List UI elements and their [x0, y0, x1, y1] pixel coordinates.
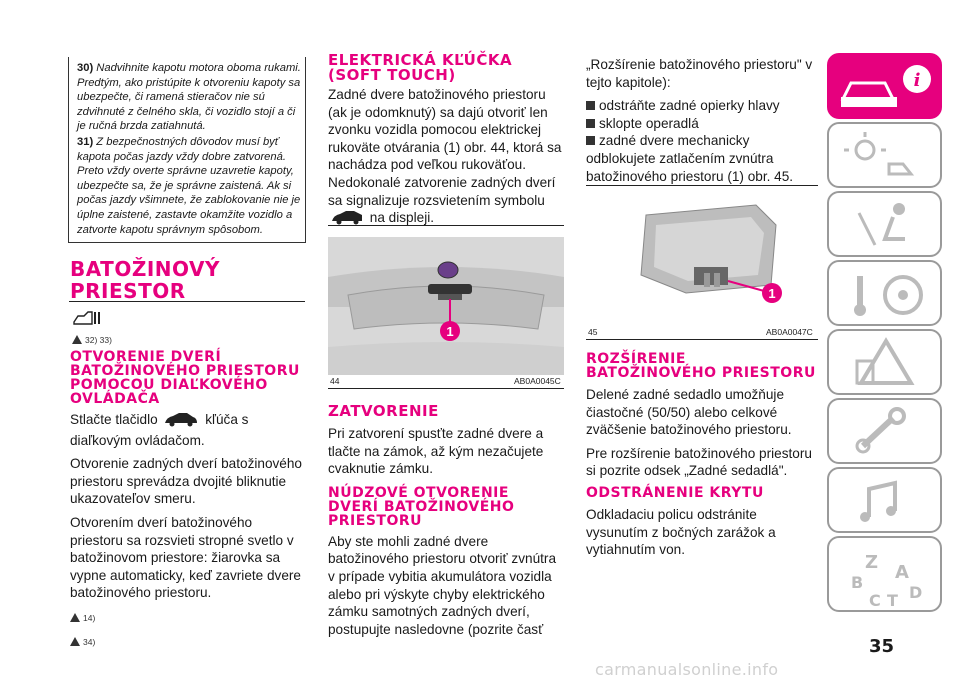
bullet-icon [586, 136, 595, 146]
figure-code: AB0A0047C [766, 327, 813, 337]
section-heading: OTVORENIE DVERÍ BATOŽINOVÉHO PRIESTORU P… [70, 349, 300, 407]
section-heading: ZATVORENIE [328, 402, 439, 420]
paragraph: Otvorením dverí batožinového priestoru s… [70, 514, 301, 601]
column-1: BATOŽINOVÝ PRIESTOR 32) 33) OTVORENIE DV… [69, 257, 306, 647]
warning-triangle-icon [70, 636, 80, 646]
bullet-icon [586, 118, 595, 128]
dashboard-lights-icon [844, 132, 915, 176]
divider [586, 185, 818, 186]
section-heading: NÚDZOVÉ OTVORENIE DVERÍ BATOŽINOVÉHO PRI… [328, 484, 515, 529]
tab-car-info[interactable]: i [827, 53, 942, 119]
figure-44: 1 [328, 237, 564, 375]
paragraph: Otvorenie zadných dverí batožinového pri… [70, 456, 302, 507]
paragraph: Odkladaciu policu odstránite vysunutím z… [586, 506, 776, 558]
index-letter: A [895, 562, 909, 583]
paragraph: Zadné dvere batožinového priestoru (ak j… [328, 86, 564, 230]
warning-refs: 32) 33) [85, 335, 112, 345]
figure-callout: 1 [446, 324, 453, 339]
warning-number: 31) [77, 135, 94, 148]
watermark-footer: carmanualsonline.info [595, 660, 779, 679]
warning-box: 30) Nadvihnite kapotu motora oboma rukam… [68, 57, 306, 243]
list-item: zadné dvere mechanicky odblokujete zatla… [586, 133, 794, 184]
tab-maintenance[interactable] [827, 398, 942, 464]
tab-starting-driving[interactable] [827, 260, 942, 326]
paragraph: Pre rozšírenie batožinového priestoru si… [586, 445, 812, 479]
tab-emergency[interactable] [827, 329, 942, 395]
warning-number: 30) [77, 62, 94, 74]
paragraph: „Rozšírenie batožinového priestoru" v te… [586, 57, 813, 90]
car-info-icon: i [840, 65, 931, 107]
warning-triangle-icon [72, 335, 82, 344]
figure-number: 45 [588, 327, 598, 337]
index-letter: B [851, 573, 863, 592]
warning-triangle-icon [855, 337, 915, 385]
column-3: „Rozšírenie batožinového priestoru" v te… [586, 56, 818, 191]
column-2: ELEKTRICKÁ KĽÚČKA (SOFT TOUCH) Zadné dve… [328, 51, 564, 226]
figure-code: AB0A0045C [514, 376, 561, 386]
section-heading: ELEKTRICKÁ KĽÚČKA (SOFT TOUCH) [328, 51, 513, 84]
steering-key-icon [854, 275, 923, 316]
section-title: BATOŽINOVÝ PRIESTOR [70, 257, 220, 303]
index-letter: T [887, 591, 898, 610]
tab-index[interactable]: Z A B C T D [827, 536, 942, 612]
svg-text:i: i [914, 70, 921, 91]
warning-text: Nadvihnite kapotu motora oboma rukami. P… [77, 62, 301, 133]
list-item: sklopte operadlá [586, 115, 818, 133]
index-letter: D [909, 583, 922, 602]
section-heading: ODSTRÁNENIE KRYTU [586, 484, 764, 501]
tab-dashboard-lights[interactable] [827, 122, 942, 188]
paragraph: Delené zadné sedadlo umožňuje čiastočné … [586, 387, 792, 438]
multimedia-icon [860, 480, 897, 522]
car-key-icon [163, 411, 199, 432]
warning-triangle-icon [70, 612, 80, 622]
index-letter: Z [865, 552, 878, 573]
paragraph: Pri zatvorení spusťte zadné dvere a tlač… [328, 426, 544, 477]
index-letters-icon: Z A B C T D [851, 552, 922, 610]
figure-callout: 1 [768, 286, 775, 301]
tab-safety[interactable] [827, 191, 942, 257]
equipment-icon [72, 308, 104, 333]
figure-number: 44 [330, 376, 340, 386]
divider [69, 301, 305, 302]
warning-text: Z bezpečnostných dôvodov musí byť kapota… [77, 135, 301, 236]
divider [586, 339, 818, 340]
section-heading: ROZŠÍRENIE BATOŽINOVÉHO PRIESTORU [586, 351, 816, 381]
divider [328, 225, 564, 226]
wrench-icon [855, 407, 906, 454]
paragraph: Stlačte tlačidlo kľúča s diaľkovým ovlád… [70, 411, 249, 448]
trunk-open-icon [330, 209, 364, 230]
airbag-seat-icon [857, 203, 905, 246]
divider [328, 388, 564, 389]
list-item: odstráňte zadné opierky hlavy [586, 97, 818, 115]
figure-45: 1 [586, 195, 818, 322]
index-letter: C [869, 591, 881, 610]
tab-multimedia[interactable] [827, 467, 942, 533]
page-number: 35 [869, 636, 895, 657]
bullet-icon [586, 101, 595, 111]
paragraph: Aby ste mohli zadné dvere batožinového p… [328, 533, 557, 637]
